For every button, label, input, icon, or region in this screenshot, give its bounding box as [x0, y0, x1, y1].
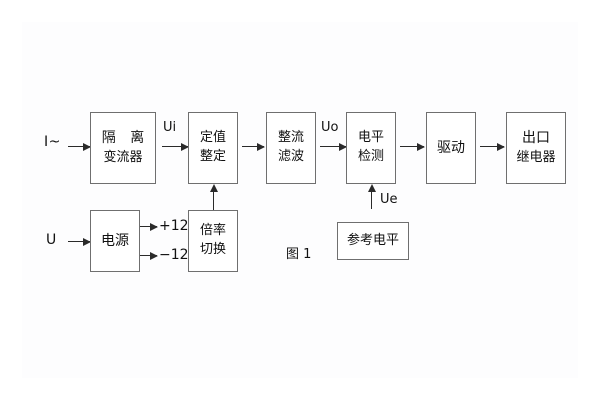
arrow-setting-to-rectify: [242, 142, 265, 151]
block-multiplier-switch[interactable]: 倍率 切换: [188, 210, 238, 272]
block-reference-level[interactable]: 参考电平: [337, 222, 409, 260]
block-rectify-filter[interactable]: 整流 滤波: [266, 112, 316, 184]
arrow-voltage-to-power-supply: [68, 237, 91, 246]
arrow-drive-to-output-relay: [480, 142, 505, 151]
block-drive-line1: 驱动: [437, 139, 465, 156]
input-label-current: I~: [44, 134, 61, 150]
block-setting-value-line2: 整定: [199, 149, 226, 164]
arrow-rail-positive: [140, 222, 158, 231]
block-level-detection-line1: 电平: [357, 130, 384, 146]
block-isolation-transformer-line1: 隔 离: [101, 130, 150, 147]
block-rectify-filter-line2: 滤波: [277, 149, 304, 164]
arrow-level-to-drive: [400, 142, 425, 151]
arrow-multiplier-to-setting: [209, 184, 218, 210]
block-multiplier-switch-line2: 切换: [199, 242, 226, 257]
block-drive[interactable]: 驱动: [426, 112, 476, 184]
signal-label-ue: Ue: [380, 192, 398, 207]
arrow-isolation-to-setting: [162, 142, 189, 151]
block-output-relay-line1: 出口: [522, 130, 550, 147]
arrow-current-to-isolation: [68, 142, 91, 151]
arrow-rectify-to-level: [320, 142, 347, 151]
input-label-voltage: U: [46, 232, 57, 248]
block-reference-level-line1: 参考电平: [346, 232, 399, 248]
figure-caption: 图 1: [286, 247, 312, 262]
block-output-relay[interactable]: 出口 继电器: [506, 112, 566, 184]
block-rectify-filter-line1: 整流: [277, 130, 304, 146]
block-isolation-transformer[interactable]: 隔 离 变流器: [90, 112, 156, 184]
arrow-reference-to-level: [367, 184, 376, 209]
block-power-supply-line1: 电源: [101, 232, 129, 249]
diagram-panel: [22, 22, 578, 378]
block-isolation-transformer-line2: 变流器: [103, 149, 143, 165]
block-setting-value-line1: 定值: [199, 130, 226, 146]
arrow-rail-negative: [140, 251, 158, 260]
signal-label-uo: Uo: [321, 120, 339, 135]
signal-label-ui: Ui: [163, 120, 177, 135]
block-level-detection-line2: 检测: [357, 149, 384, 164]
block-output-relay-line2: 继电器: [516, 149, 556, 165]
block-multiplier-switch-line1: 倍率: [199, 223, 226, 239]
block-level-detection[interactable]: 电平 检测: [346, 112, 396, 184]
block-setting-value[interactable]: 定值 整定: [188, 112, 238, 184]
block-power-supply[interactable]: 电源: [90, 210, 140, 272]
